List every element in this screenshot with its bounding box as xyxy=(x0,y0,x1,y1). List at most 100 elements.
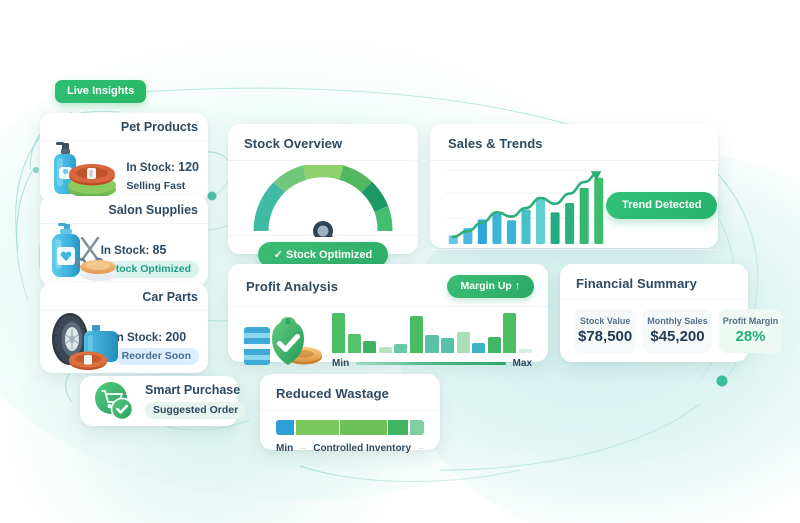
profit-analysis-chart-area: Min Max xyxy=(332,313,533,369)
product-title: Car Parts xyxy=(142,290,198,304)
card-divider xyxy=(40,223,208,224)
bar xyxy=(456,332,470,353)
card-divider xyxy=(430,160,718,161)
bar xyxy=(579,187,589,244)
status-badge: Selling Fast xyxy=(126,180,186,192)
metric-label: Stock Value xyxy=(579,316,631,326)
bar xyxy=(347,333,361,353)
card-divider xyxy=(40,140,208,141)
profit-analysis-card[interactable]: Profit Analysis Margin Up ↑ xyxy=(228,264,548,369)
stock-line: In Stock: 85 xyxy=(101,243,167,257)
bar xyxy=(518,349,533,353)
financial-summary-title: Financial Summary xyxy=(576,276,697,291)
sales-trends-body: Trend Detected xyxy=(430,161,718,249)
profit-analysis-bars xyxy=(332,313,533,353)
salon-supplies-illustration xyxy=(46,222,124,284)
financial-metrics-row: Stock Value $78,500 Monthly Sales $45,20… xyxy=(560,300,783,367)
progress-segment xyxy=(276,420,295,435)
product-card-body: In Stock: 200 Reorder Soon xyxy=(40,311,208,373)
car-parts-illustration xyxy=(46,309,124,371)
bar xyxy=(536,199,546,244)
margin-up-button[interactable]: Margin Up ↑ xyxy=(446,275,534,298)
product-stats: In Stock: 85 Stock Optimized xyxy=(100,243,199,278)
bar xyxy=(503,313,517,353)
bar xyxy=(487,337,501,353)
reduced-wastage-progress-bar xyxy=(276,420,424,435)
metric-value: $45,200 xyxy=(650,328,705,345)
metric-value: 28% xyxy=(735,328,766,345)
card-divider xyxy=(40,310,208,311)
reduced-wastage-card[interactable]: Reduced Wastage Min Controlled Inventory xyxy=(260,374,440,454)
metric-profit-margin[interactable]: Profit Margin 28% xyxy=(718,309,783,353)
metric-label: Profit Margin xyxy=(722,316,779,326)
bar xyxy=(521,209,531,244)
profit-analysis-body: Min Max xyxy=(228,307,548,369)
stock-optimized-button[interactable]: ✓ Stock Optimized xyxy=(257,242,389,267)
product-stats: In Stock: 200 Reorder Soon xyxy=(113,330,199,365)
sales-trends-card[interactable]: Sales & Trends Trend Detected xyxy=(430,124,718,250)
metric-monthly-sales[interactable]: Monthly Sales $45,200 xyxy=(643,309,712,353)
smart-purchase-title: Smart Purchase xyxy=(145,382,241,397)
bar xyxy=(506,220,516,244)
stock-label: In Stock: xyxy=(100,244,150,257)
progress-segment xyxy=(409,420,424,435)
profit-analysis-header: Profit Analysis Margin Up ↑ xyxy=(228,264,548,306)
scale-track xyxy=(356,362,506,365)
product-card-car-parts[interactable]: Car Parts xyxy=(40,283,208,373)
bar xyxy=(378,346,392,353)
stock-overview-gauge xyxy=(228,161,418,237)
bar xyxy=(394,344,408,353)
card-divider xyxy=(260,410,440,411)
reduced-wastage-title: Reduced Wastage xyxy=(276,386,389,401)
stock-value: 120 xyxy=(178,159,199,174)
progress-segment xyxy=(340,420,387,435)
reduced-wastage-scale: Min Controlled Inventory xyxy=(276,443,425,454)
trend-detected-button[interactable]: Trend Detected xyxy=(606,191,718,219)
stock-overview-footer: ✓ Stock Optimized xyxy=(228,236,418,279)
stock-overview-card[interactable]: Stock Overview xyxy=(228,124,418,267)
stock-label: In Stock: xyxy=(113,331,163,344)
sales-trends-title: Sales & Trends xyxy=(448,136,543,151)
bar xyxy=(594,177,604,244)
product-card-pet-products[interactable]: Pet Products xyxy=(40,113,208,203)
live-insights-label: Live Insights xyxy=(67,85,135,97)
metric-label: Monthly Sales xyxy=(647,316,708,326)
min-label: Min xyxy=(276,443,294,454)
bar xyxy=(550,212,560,244)
profit-analysis-scale: Min Max xyxy=(332,358,532,369)
controlled-inventory-label: Controlled Inventory xyxy=(313,443,412,454)
stock-value: 200 xyxy=(165,329,187,344)
bar xyxy=(441,337,455,353)
metric-stock-value[interactable]: Stock Value $78,500 xyxy=(574,309,637,353)
profit-shield-illustration xyxy=(242,315,326,369)
financial-summary-card[interactable]: Financial Summary Stock Value $78,500 Mo… xyxy=(560,264,783,362)
product-card-header: Salon Supplies xyxy=(40,196,208,223)
card-divider xyxy=(228,306,548,307)
stock-label: In Stock: xyxy=(126,161,175,174)
smart-purchase-text: Smart Purchase Suggested Order xyxy=(145,382,247,420)
live-insights-badge[interactable]: Live Insights xyxy=(55,80,147,103)
bar xyxy=(409,316,423,353)
scale-track-left xyxy=(300,447,307,450)
progress-segment xyxy=(388,420,409,435)
min-label: Min xyxy=(332,358,350,369)
bar xyxy=(425,335,439,353)
product-stats: In Stock: 120 Selling Fast xyxy=(126,160,199,196)
metric-value: $78,500 xyxy=(578,328,633,345)
suggested-order-badge: Suggested Order xyxy=(145,401,247,420)
max-label: Max xyxy=(512,358,532,369)
card-divider xyxy=(228,160,418,161)
bar xyxy=(472,342,486,353)
stock-line: In Stock: 200 xyxy=(114,330,187,344)
scale-track-right xyxy=(418,447,425,450)
shopping-cart-check-icon xyxy=(92,379,136,423)
stock-overview-title: Stock Overview xyxy=(244,136,343,151)
product-card-salon-supplies[interactable]: Salon Supplies xyxy=(40,196,208,286)
smart-purchase-card[interactable]: Smart Purchase Suggested Order xyxy=(80,376,247,426)
connector-node xyxy=(207,191,217,201)
connector-node xyxy=(33,167,39,173)
product-card-body: In Stock: 85 Stock Optimized xyxy=(40,222,208,286)
sales-trends-chart xyxy=(446,166,606,244)
stock-line: In Stock: 120 xyxy=(126,160,199,174)
